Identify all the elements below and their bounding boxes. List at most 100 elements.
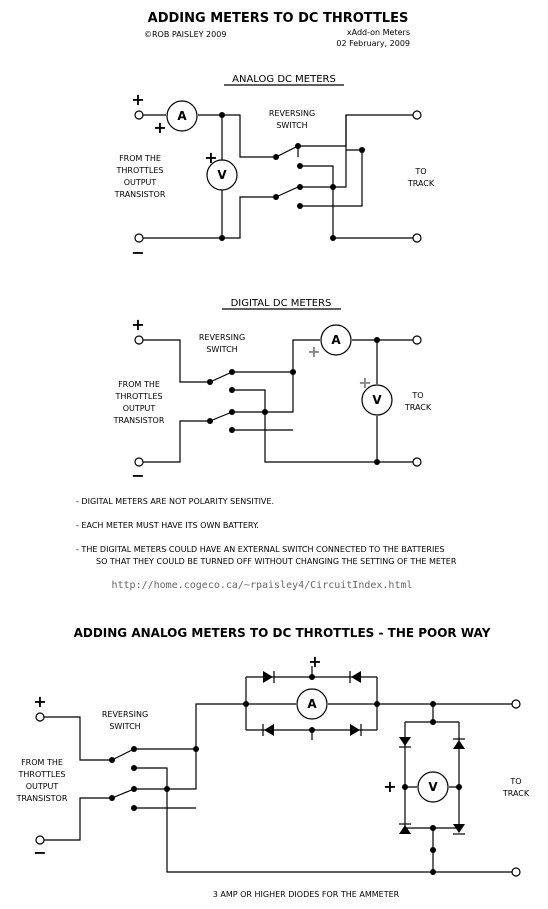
junction-dot bbox=[164, 786, 170, 792]
input-terminal bbox=[134, 335, 144, 345]
diode bbox=[351, 671, 361, 683]
switch-blade bbox=[111, 788, 135, 799]
source-label-line: THROTTLES bbox=[115, 392, 163, 401]
junction-dot bbox=[430, 847, 436, 853]
track-label-line: TRACK bbox=[404, 403, 432, 412]
digital-circuit: DIGITAL DC METERS A V + + + − bbox=[113, 298, 432, 485]
wire bbox=[134, 749, 197, 790]
source-label-line: THROTTLES bbox=[116, 166, 164, 175]
switch-contact bbox=[131, 805, 137, 811]
diode bbox=[453, 824, 465, 833]
source-url: http://home.cogeco.ca/~rpaisley4/Circuit… bbox=[111, 580, 412, 591]
source-label-line: THROTTLES bbox=[18, 770, 66, 779]
switch-pivot bbox=[273, 194, 279, 200]
voltmeter-circle bbox=[361, 384, 393, 416]
switch-pivot bbox=[207, 418, 213, 424]
switch-blade bbox=[275, 145, 299, 158]
revision-date: 02 February, 2009 bbox=[336, 39, 410, 48]
junction-dot bbox=[309, 674, 315, 680]
junction-dot bbox=[309, 727, 315, 733]
switch-contact bbox=[131, 765, 137, 771]
source-label-line: OUTPUT bbox=[123, 404, 156, 413]
source-label-line: OUTPUT bbox=[124, 178, 157, 187]
junction-dot bbox=[374, 337, 380, 343]
voltmeter-plus-sign: + bbox=[204, 148, 217, 167]
wire bbox=[232, 389, 413, 463]
digital-title: DIGITAL DC METERS bbox=[231, 298, 332, 309]
switch-label: REVERSING SWITCH bbox=[269, 109, 315, 130]
junction-dot bbox=[193, 746, 199, 752]
digital-ammeter: A bbox=[320, 324, 352, 356]
voltmeter-circle bbox=[206, 159, 238, 191]
input-terminal bbox=[35, 835, 45, 845]
notes: - DIGITAL METERS ARE NOT POLARITY SENSIT… bbox=[76, 497, 457, 566]
switch-contact bbox=[295, 143, 301, 149]
voltmeter-label: V bbox=[372, 393, 382, 407]
wire bbox=[298, 114, 413, 147]
junction-dot bbox=[374, 459, 380, 465]
switch-label-line: SWITCH bbox=[276, 121, 307, 130]
switch-label: REVERSING SWITCH bbox=[102, 710, 148, 731]
switch-label-line: REVERSING bbox=[102, 710, 148, 719]
wire bbox=[232, 339, 320, 373]
track-terminal bbox=[412, 233, 422, 243]
source-label-line: OUTPUT bbox=[26, 782, 59, 791]
junction-dot bbox=[219, 235, 225, 241]
wire bbox=[134, 703, 246, 750]
ammeter-circle bbox=[320, 324, 352, 356]
track-label: TO TRACK bbox=[407, 167, 435, 188]
source-label: FROM THE THROTTLES OUTPUT TRANSISTOR bbox=[113, 380, 165, 425]
ammeter-plus-sign: + bbox=[308, 652, 321, 671]
source-label-line: FROM THE bbox=[119, 154, 161, 163]
voltmeter-plus-sign: + bbox=[383, 777, 396, 796]
switch-blade bbox=[209, 411, 233, 422]
wire bbox=[300, 150, 347, 188]
track-label-line: TRACK bbox=[407, 179, 435, 188]
voltmeter: V bbox=[206, 159, 238, 191]
junction-dot bbox=[330, 235, 336, 241]
switch-contact bbox=[297, 163, 303, 169]
switch-contact bbox=[229, 369, 235, 375]
ammeter: A bbox=[296, 688, 328, 720]
junction-dot bbox=[243, 701, 249, 707]
ammeter: A bbox=[166, 100, 198, 132]
voltmeter-label: V bbox=[428, 780, 438, 794]
switch-label-line: REVERSING bbox=[269, 109, 315, 118]
poor-way-circuit: ADDING ANALOG METERS TO DC THROTTLES - T… bbox=[16, 626, 530, 899]
switch-contact bbox=[229, 409, 235, 415]
switch-contact bbox=[297, 184, 303, 190]
plus-sign: + bbox=[131, 315, 144, 334]
switch-contact bbox=[131, 746, 137, 752]
track-terminal bbox=[511, 867, 521, 877]
input-terminal bbox=[35, 712, 45, 722]
switch-pivot bbox=[109, 795, 115, 801]
switch-pivot bbox=[207, 379, 213, 385]
track-label-line: TO bbox=[509, 777, 521, 786]
switch-label: REVERSING SWITCH bbox=[199, 333, 245, 354]
junction-dot bbox=[402, 784, 408, 790]
analog-circuit: ANALOG DC METERS A V + + + − bbox=[114, 74, 435, 262]
switch-pivot bbox=[273, 154, 279, 160]
junction-dot bbox=[456, 784, 462, 790]
note-line: SO THAT THEY COULD BE TURNED OFF WITHOUT… bbox=[96, 557, 457, 566]
source-label: FROM THE THROTTLES OUTPUT TRANSISTOR bbox=[114, 154, 166, 199]
wire bbox=[143, 339, 210, 383]
ammeter-plus-sign: + bbox=[153, 118, 166, 137]
track-terminal bbox=[412, 110, 422, 120]
input-terminal bbox=[134, 110, 144, 120]
voltmeter-circle bbox=[417, 771, 449, 803]
switch-contact bbox=[297, 203, 303, 209]
note-line: - EACH METER MUST HAVE ITS OWN BATTERY. bbox=[76, 521, 259, 530]
switch-blade bbox=[209, 371, 233, 383]
diode bbox=[263, 671, 273, 683]
source-label: FROM THE THROTTLES OUTPUT TRANSISTOR bbox=[16, 758, 68, 803]
switch-pivot bbox=[109, 757, 115, 763]
junction-dot bbox=[330, 184, 336, 190]
switch-contact bbox=[229, 427, 235, 433]
poor-way-title: ADDING ANALOG METERS TO DC THROTTLES - T… bbox=[74, 626, 491, 640]
author-credit: ©ROB PAISLEY 2009 bbox=[144, 30, 226, 39]
wire bbox=[134, 767, 512, 873]
junction-dot bbox=[430, 869, 436, 875]
wire bbox=[143, 420, 210, 463]
